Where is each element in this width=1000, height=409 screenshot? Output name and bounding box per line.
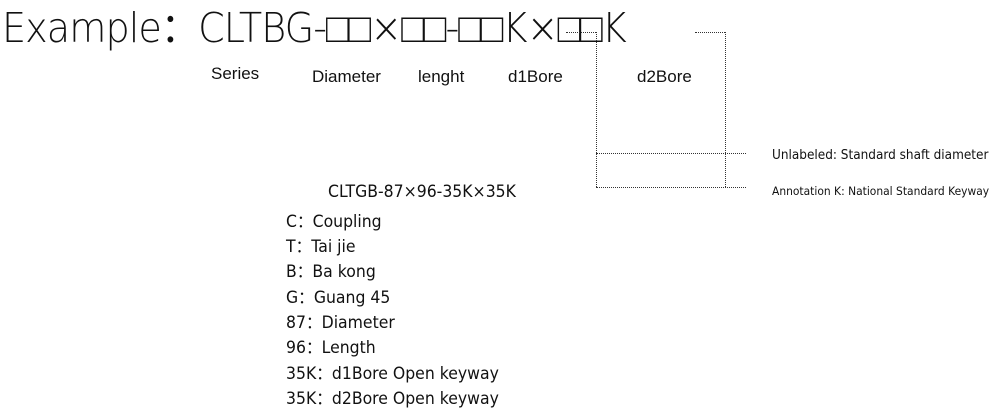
desc-item: 35K：d2Bore Open keyway bbox=[286, 389, 499, 408]
k1-underline bbox=[566, 32, 596, 33]
annotation-leader-line bbox=[596, 187, 746, 188]
label-diameter: Diameter bbox=[312, 67, 381, 86]
note-unlabeled: Unlabeled: Standard shaft diameter bbox=[772, 148, 989, 163]
d2-leader-line bbox=[725, 32, 726, 187]
k2-underline bbox=[695, 32, 725, 33]
note-annotation-k: Annotation K: National Standard Keyway bbox=[772, 184, 990, 198]
label-d1bore: d1Bore bbox=[508, 67, 563, 86]
label-d2bore: d2Bore bbox=[637, 67, 692, 86]
example-code: CLTGB-87×96-35K×35K bbox=[328, 182, 516, 201]
desc-item: T：Tai jie bbox=[286, 237, 356, 256]
format-title: Example：CLTBG-□□×□□-□□K×□□K bbox=[2, 4, 627, 52]
d1-leader-line bbox=[596, 32, 597, 187]
desc-item: 87：Diameter bbox=[286, 313, 395, 332]
desc-item: 35K：d1Bore Open keyway bbox=[286, 364, 499, 383]
desc-item: 96：Length bbox=[286, 338, 376, 357]
unlabeled-leader-line bbox=[596, 153, 746, 154]
desc-item: G：Guang 45 bbox=[286, 288, 391, 307]
label-length: lenght bbox=[418, 67, 465, 86]
label-series: Series bbox=[211, 64, 260, 83]
desc-item: C：Coupling bbox=[286, 212, 382, 231]
desc-item: B：Ba kong bbox=[286, 262, 376, 281]
